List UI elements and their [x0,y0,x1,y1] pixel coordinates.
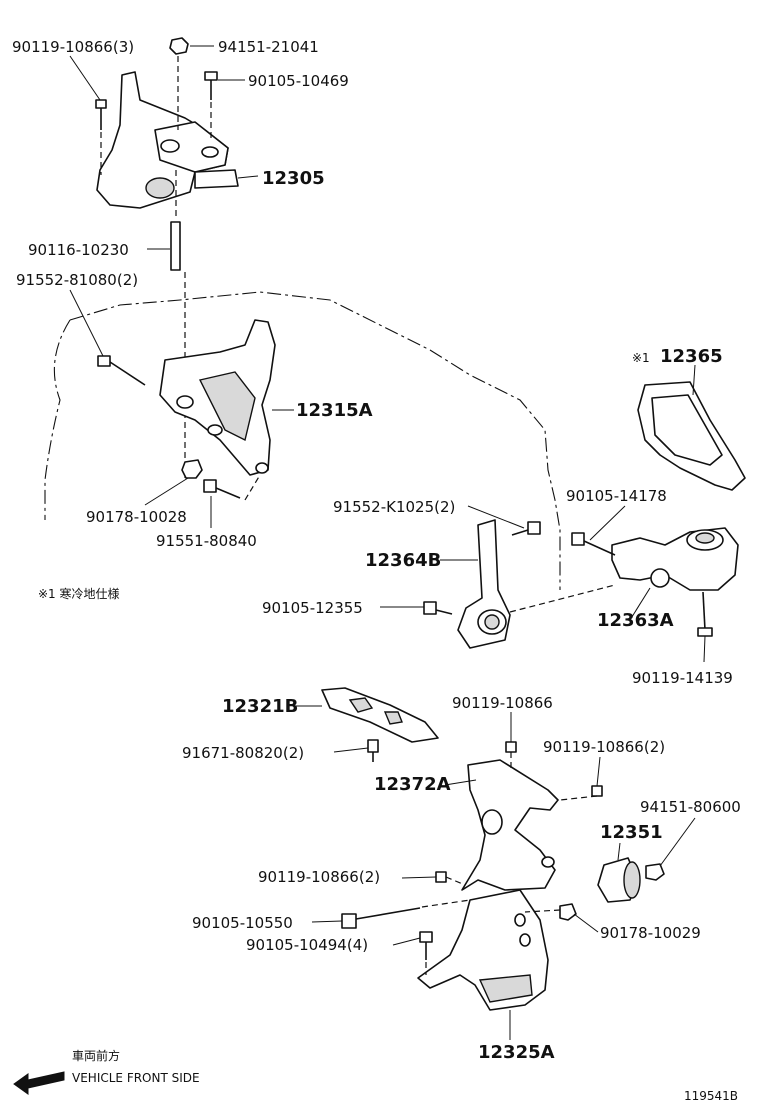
label-12372A: 12372A [374,774,451,795]
label-12364B: 12364B [365,550,441,571]
bolt-91551-80840 [203,474,261,501]
direction-label-en: VEHICLE FRONT SIDE [72,1071,200,1085]
diagram-id: 119541B [684,1089,738,1103]
bracket-12372A [461,759,559,891]
plate-12321B [321,687,439,743]
label-90119-10866-2b: 90119-10866(2) [258,868,380,886]
label-90105-14178: 90105-14178 [566,487,667,505]
label-90119-10866-2a: 90119-10866(2) [543,738,665,756]
label-90105-10494-4: 90105-10494(4) [246,936,368,954]
engine-mount-12305 [96,71,239,209]
bolt-90105-10494 [419,931,433,975]
label-91671-80820-2: 91671-80820(2) [182,744,304,762]
nut-90178-10028 [181,459,203,479]
label-12365: 12365 [660,346,723,367]
label-91552-81080-2: 91552-81080(2) [16,271,138,289]
bracket-12364B [457,519,511,649]
arrow-left-icon [13,1071,65,1095]
bolt-90105-10550 [341,899,471,929]
bushing-12351 [597,857,641,903]
direction-label-jp: 車両前方 [72,1048,120,1063]
bracket-12325A [417,889,549,1011]
label-90105-10469: 90105-10469 [248,72,349,90]
label-91552-K1025-2: 91552-K1025(2) [333,498,455,516]
label-94151-80600: 94151-80600 [640,798,741,816]
nut-90178-10029 [524,903,577,921]
label-12325A: 12325A [478,1042,555,1063]
label-90105-10550: 90105-10550 [192,914,293,932]
nut-94151-80600 [645,863,665,881]
engine-outline [44,291,561,590]
label-90105-12355: 90105-12355 [262,599,363,617]
label-90178-10029: 90178-10029 [600,924,701,942]
bolt-90119-10866-2a [559,785,603,801]
bolt-90105-12355 [423,601,453,615]
leader-lines [69,45,706,1040]
label-90116-10230: 90116-10230 [28,241,129,259]
label-94151-21041: 94151-21041 [218,38,319,56]
bracket-12315A [159,319,276,476]
bolt-90105-10469 [204,71,218,140]
label-91551-80840: 91551-80840 [156,532,257,550]
label-90119-10866-3: 90119-10866(3) [12,38,134,56]
stud-90116-10230 [170,170,186,480]
bolt-91552-K1025 [511,521,541,536]
cover-12365 [637,381,746,491]
bolt-90105-14178 [571,532,616,556]
note-marker: ※1 [632,351,650,365]
label-90119-14139: 90119-14139 [632,669,733,687]
label-90119-10866: 90119-10866 [452,694,553,712]
bolt-90119-10866-2b [435,871,466,886]
label-12315A: 12315A [296,400,373,421]
bolt-90119-10866-top [95,99,107,175]
mount-12363A [611,527,739,591]
bolt-91552-81080 [97,355,146,386]
bolt-91671-80820 [367,739,379,762]
label-12363A: 12363A [597,610,674,631]
label-12351: 12351 [600,822,663,843]
footnote: ※1 寒冷地仕様 [38,586,120,601]
vehicle-front-indicator: 車両前方 VEHICLE FRONT SIDE [13,1048,200,1095]
label-12305: 12305 [262,168,325,189]
nut-94151-21041 [169,37,189,130]
label-90178-10028: 90178-10028 [86,508,187,526]
label-12321B: 12321B [222,696,298,717]
bolt-90119-14139 [697,591,713,637]
